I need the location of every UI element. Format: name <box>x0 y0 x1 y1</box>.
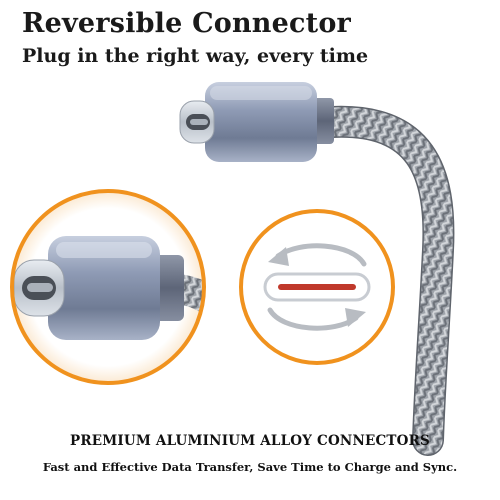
usb-c-port-contacts <box>278 284 356 290</box>
feature-description: Fast and Effective Data Transfer, Save T… <box>42 460 458 474</box>
feature-title: PREMIUM ALUMINIUM ALLOY CONNECTORS <box>69 433 430 449</box>
connector-closeup-circle <box>10 189 206 385</box>
product-headline: Reversible Connector <box>22 8 351 39</box>
usb-c-connector-top <box>179 82 334 162</box>
reversible-port-circle <box>239 209 395 365</box>
braided-cable <box>316 105 455 456</box>
product-subheadline: Plug in the right way, every time <box>22 45 369 67</box>
